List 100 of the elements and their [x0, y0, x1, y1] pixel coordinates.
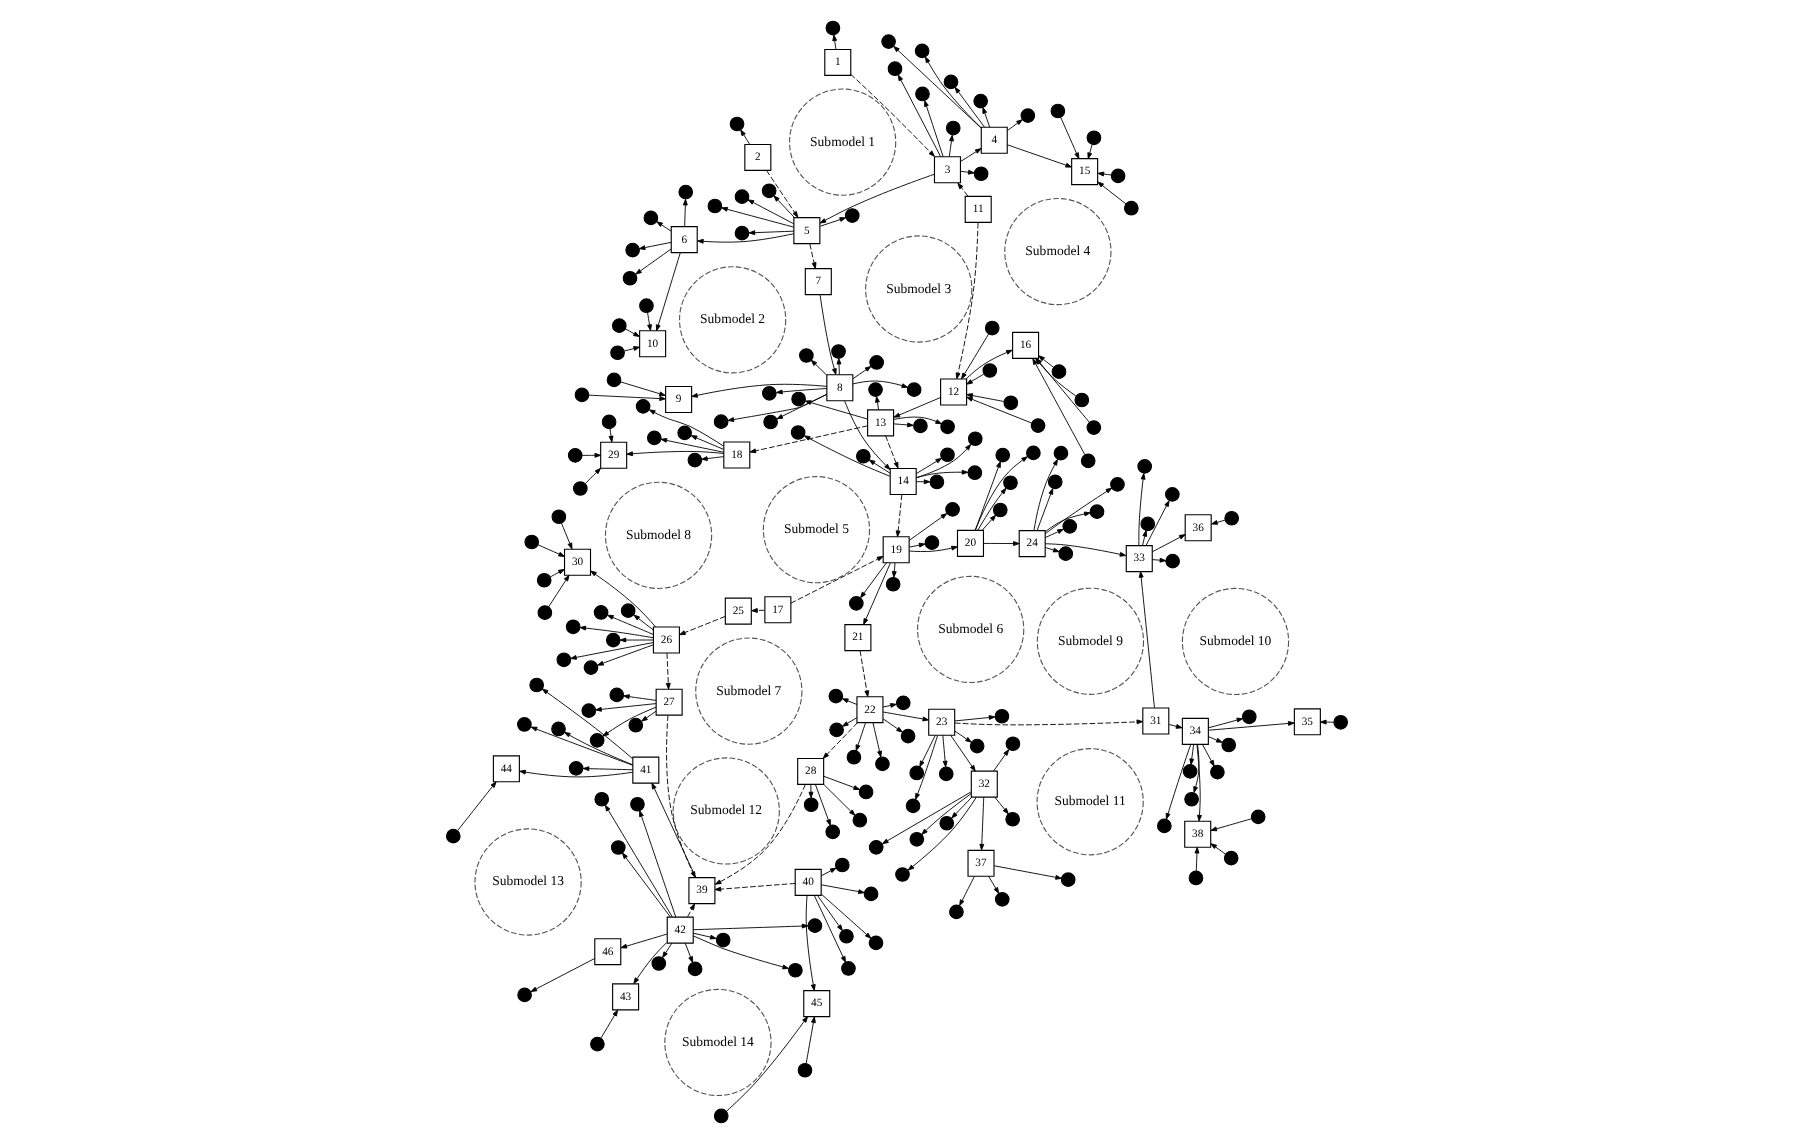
arrow	[604, 804, 673, 918]
arrow	[815, 784, 831, 826]
arrow	[1210, 843, 1227, 855]
arrow	[766, 170, 799, 218]
arrow	[684, 942, 694, 963]
arrow	[633, 942, 668, 985]
arrow	[983, 541, 1020, 546]
arrow	[977, 487, 1007, 531]
node-circle	[734, 225, 750, 241]
arrow	[893, 416, 942, 425]
node-circle	[828, 688, 844, 704]
arrow	[747, 199, 795, 225]
node-circle	[1086, 130, 1102, 146]
node-circle	[1224, 510, 1240, 526]
arrow	[810, 359, 828, 376]
node-circle	[643, 210, 659, 226]
arrow	[852, 380, 909, 389]
arrow	[624, 328, 640, 337]
arrow	[549, 568, 565, 578]
arrow	[620, 381, 666, 397]
node-circle	[620, 603, 636, 618]
arrow	[1165, 744, 1192, 820]
arrow	[1196, 743, 1202, 822]
arrow	[692, 932, 717, 940]
node-circle	[567, 448, 583, 463]
node-circle	[863, 886, 879, 902]
node-circle	[707, 198, 723, 214]
arrow	[820, 867, 837, 877]
node-circle	[1124, 200, 1139, 216]
node-circle	[940, 419, 955, 435]
arrow	[921, 793, 972, 835]
arrow	[893, 45, 982, 129]
arrow	[924, 56, 982, 129]
arrow	[954, 86, 985, 128]
arrow	[530, 958, 596, 993]
arrow	[1036, 488, 1054, 531]
node-circle	[797, 1062, 813, 1078]
node-circle	[678, 184, 694, 200]
arrow	[863, 562, 891, 625]
node-circle	[856, 448, 871, 464]
node-circle	[846, 749, 862, 765]
node-circle	[537, 605, 553, 620]
arrow	[548, 574, 570, 608]
arrow	[457, 781, 497, 831]
node-circle	[790, 425, 806, 440]
node-circle	[913, 418, 928, 434]
node-circle	[1074, 392, 1090, 408]
node-circle	[762, 385, 777, 401]
arrow	[822, 722, 858, 759]
arrow	[561, 522, 573, 550]
arrow	[597, 644, 654, 666]
arrow	[966, 396, 1032, 424]
node-circle	[601, 414, 617, 430]
node-circle	[1223, 850, 1239, 866]
arrow	[665, 652, 671, 690]
arrow	[1044, 543, 1127, 557]
arrow	[895, 494, 903, 538]
arrow	[1151, 534, 1186, 553]
arrow	[907, 796, 977, 871]
node-circle	[763, 414, 778, 430]
arrow	[537, 544, 565, 557]
node-circle	[839, 928, 854, 944]
arrow	[893, 397, 941, 418]
node-circle	[905, 798, 921, 814]
arrow	[882, 703, 897, 708]
node-circle	[973, 93, 989, 109]
arrow	[564, 731, 634, 766]
arrow	[954, 719, 1144, 726]
arrow	[841, 698, 858, 705]
arrow	[855, 722, 866, 752]
node-circle	[1140, 516, 1156, 532]
node-circle	[906, 382, 922, 397]
node-circle	[834, 857, 850, 873]
node-circle	[868, 935, 884, 951]
arrow	[1044, 511, 1091, 533]
node-circle	[995, 447, 1011, 463]
node-circle	[895, 867, 910, 882]
node-circle	[868, 382, 883, 397]
node-circle	[1241, 709, 1257, 725]
arrow	[1208, 721, 1295, 731]
arrow	[1142, 530, 1148, 546]
node-circle	[1188, 870, 1204, 886]
node-circle	[1221, 737, 1237, 753]
arrow	[690, 435, 725, 450]
arrow	[1152, 557, 1167, 563]
arrow	[1044, 487, 1113, 535]
arrow	[897, 74, 942, 157]
node-circle	[1053, 445, 1069, 461]
arrow	[693, 935, 789, 970]
arrow	[662, 942, 673, 959]
arrow	[915, 735, 938, 800]
arrow	[740, 129, 751, 145]
arrow	[620, 933, 668, 949]
arrow	[882, 718, 903, 733]
arrow	[714, 784, 806, 885]
arrow	[1320, 719, 1335, 725]
arrow	[773, 195, 795, 219]
arrow	[844, 400, 891, 470]
node-circle	[1184, 791, 1199, 807]
arrow	[541, 688, 633, 760]
